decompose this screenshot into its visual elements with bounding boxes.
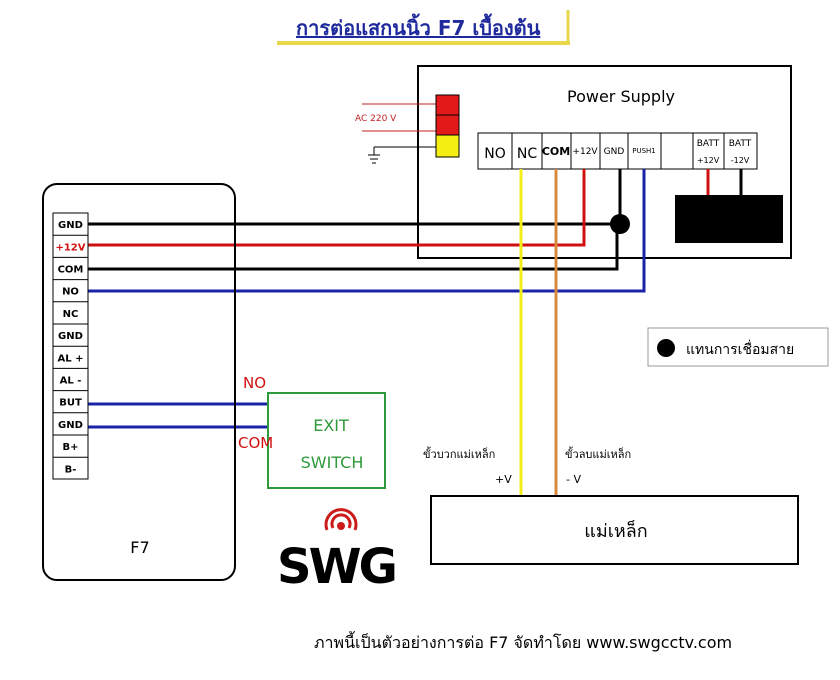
logo-signal-icon [324,508,358,531]
f7-pin-label: AL - [60,376,82,387]
logo-text: SWG [277,539,395,595]
magnet-negative-sign: - V [566,473,581,486]
magnet-label: แม่เหล็ก [584,519,647,542]
legend-box: แทนการเชื่อมสาย [647,327,829,367]
f7-pin-label: COM [58,265,84,276]
terminal-batt-pos-bottom: +12V [697,156,720,165]
f7-pin-label: GND [58,420,83,431]
ac-terminal-block [435,94,460,158]
f7-pin-label: +12V [55,242,85,253]
ac-input-label: AC 220 V [355,114,397,124]
terminal-batt-neg-top: BATT [729,139,752,149]
ground-symbol [368,154,380,164]
f7-device: GND +12V COM NO NC GND AL + AL - BUT GND B+ B- F7 [42,183,236,581]
terminal-batt-neg-bottom: -12V [731,156,750,165]
power-supply-label: Power Supply [567,87,675,106]
f7-label: F7 [130,538,149,557]
f7-pin-label: BUT [59,398,82,409]
page-title: การต่อแสกนนิ้ว F7 เบื้องต้น [296,13,541,40]
swg-logo: SWG [277,508,398,595]
f7-pin-label: NO [62,287,79,298]
exit-switch: EXIT SWITCH NO COM [238,374,386,489]
terminal-nc: NC [517,146,537,162]
magnet-positive-label: ขั้วบวกแม่เหล็ก [423,446,495,461]
wire-com [88,224,619,271]
wire-no [88,169,646,293]
legend-text: แทนการเชื่อมสาย [686,340,794,358]
f7-pin-label: B- [65,464,77,475]
f7-pin-label: GND [58,331,83,342]
exit-switch-line1: EXIT [313,416,349,435]
terminal-gnd: GND [604,147,625,157]
wire-plus12v [88,169,586,247]
power-supply-box: Power Supply AC 220 V [355,65,792,259]
terminal-batt-pos-top: BATT [697,139,720,149]
exit-switch-no-label: NO [243,374,266,392]
output-terminal-strip: NO NC COM +12V GND PUSH1 BATT +12V BATT … [477,132,758,170]
battery [675,195,783,243]
magnet-positive-sign: +V [495,473,512,486]
f7-pin-label: B+ [62,442,78,453]
magnet-negative-label: ขั้วลบแม่เหล็ก [565,446,631,461]
title-box: การต่อแสกนนิ้ว F7 เบื้องต้น [277,10,570,45]
f7-pin-label: AL + [58,353,84,364]
exit-switch-com-label: COM [238,434,273,452]
f7-pin-label: GND [58,220,83,231]
legend-dot [657,339,675,357]
footer-credit: ภาพนี้เป็นตัวอย่างการต่อ F7 จัดทำโดย www… [314,631,732,652]
junction-dot [610,214,630,234]
terminal-push1: PUSH1 [632,147,656,155]
terminal-no: NO [484,146,506,162]
terminal-plus12v: +12V [572,147,598,157]
f7-pin-label: NC [63,309,79,320]
magnet-box: แม่เหล็ก [430,495,799,565]
terminal-com: COM [542,145,570,158]
exit-switch-line2: SWITCH [301,453,364,472]
f7-pin-list: GND +12V COM NO NC GND AL + AL - BUT GND B+ B- [53,220,88,475]
